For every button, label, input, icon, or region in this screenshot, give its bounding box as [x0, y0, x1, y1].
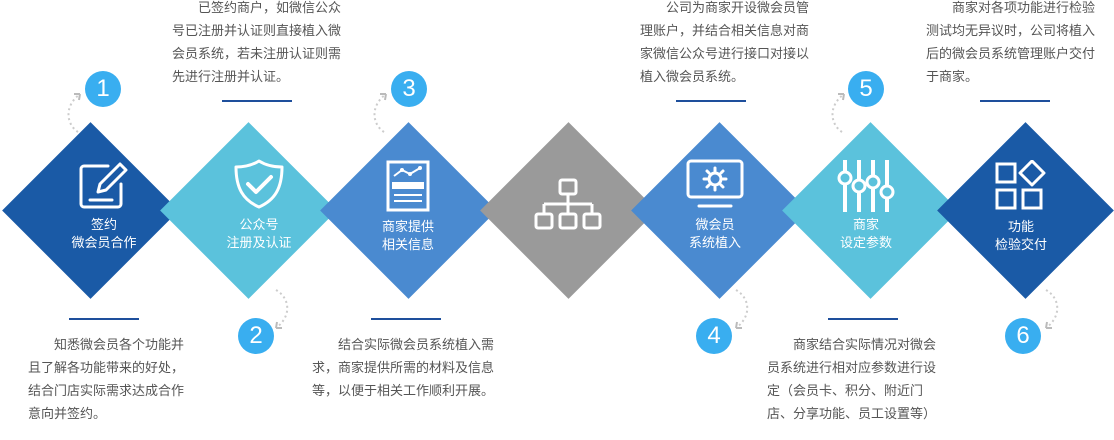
monitor-gear-icon — [686, 159, 744, 208]
step-4-number: 4 — [696, 318, 732, 354]
step-1-rule — [69, 318, 139, 320]
step-1-number: 1 — [85, 71, 121, 107]
step-4-connector — [735, 289, 749, 329]
step-5-label: 商家设定参数 — [839, 217, 892, 250]
step-3-description: 结合实际微会员系统植入需求，商家提供所需的材料及信息等，以便于相关工作顺利开展。 — [312, 337, 495, 398]
step-6-content: 功能检验交付 — [961, 160, 1081, 254]
step-5-description: 商家结合实际情况对微会员系统进行相对应参数进行设定（会员卡、积分、附近门店、分享… — [767, 337, 937, 421]
step-3-content: 商家提供相关信息 — [348, 160, 468, 254]
step-6-rule — [980, 100, 1050, 102]
document-chart-icon — [386, 160, 430, 212]
step-1-connector — [67, 93, 81, 133]
shield-check-icon — [234, 159, 284, 209]
sliders-icon — [837, 160, 895, 212]
step-1-content: 签约微会员合作 — [44, 160, 164, 252]
step-2-connector — [275, 289, 289, 329]
step-4-content: 微会员系统植入 — [655, 158, 775, 252]
step-4-label: 微会员系统植入 — [688, 217, 741, 250]
step-3-connector — [373, 93, 387, 133]
step-2-label: 公众号注册及认证 — [226, 217, 292, 250]
step-2-number: 2 — [238, 318, 274, 354]
center-content — [508, 178, 628, 238]
step-6-connector — [1045, 289, 1059, 329]
step-5-connector — [831, 93, 845, 133]
step-2-content: 公众号注册及认证 — [199, 158, 319, 252]
step-2-description: 已签约商户，如微信公众号已注册并认证则直接植入微会员系统，若未注册认证则需先进行… — [172, 0, 342, 84]
step-2-rule — [222, 100, 292, 102]
step-4-rule — [676, 100, 746, 102]
hierarchy-icon — [534, 178, 602, 230]
step-3-label: 商家提供相关信息 — [381, 219, 434, 252]
step-1-description: 知悉微会员各个功能并且了解各功能带来的好处，结合门店实际需求达成合作意向并签约。 — [28, 337, 185, 421]
step-5-content: 商家设定参数 — [806, 158, 926, 252]
step-6-description: 商家对各项功能进行检验测试均无异议时，公司将植入后的微会员系统管理账户交付于商家… — [926, 0, 1096, 84]
step-6-number: 6 — [1005, 318, 1041, 354]
grid-shapes-icon — [995, 160, 1046, 210]
step-3-number: 3 — [391, 71, 427, 107]
edit-pen-icon — [79, 162, 128, 209]
step-5-number: 5 — [848, 71, 884, 107]
step-3-rule — [371, 318, 441, 320]
step-1-label: 签约微会员合作 — [71, 217, 137, 250]
step-6-label: 功能检验交付 — [994, 219, 1047, 252]
step-5-rule — [828, 318, 898, 320]
step-4-description: 公司为商家开设微会员管理账户，并结合相关信息对商家微信公众号进行接口对接以植入微… — [640, 0, 810, 84]
